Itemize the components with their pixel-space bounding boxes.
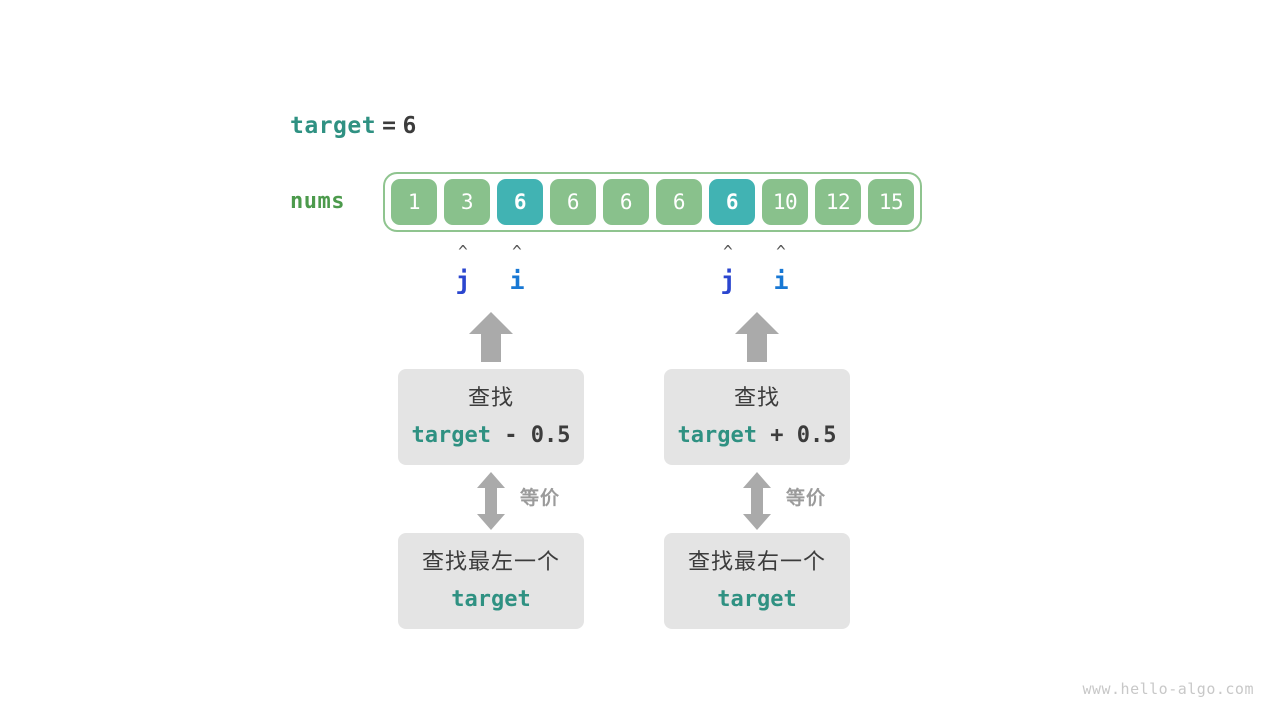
pointer-label: j bbox=[720, 266, 736, 295]
pointer-j-left: ^ j bbox=[443, 244, 483, 296]
target-keyword: target bbox=[290, 113, 377, 139]
operand-value: 0.5 bbox=[796, 423, 837, 448]
array-cell: 10 bbox=[762, 179, 808, 225]
up-arrow-icon-right bbox=[735, 312, 779, 362]
array-cell: 6 bbox=[497, 179, 543, 225]
caret-icon: ^ bbox=[512, 242, 522, 261]
nums-array: 1 3 6 6 6 6 6 10 12 15 bbox=[383, 172, 922, 232]
target-keyword: target bbox=[411, 423, 491, 448]
pointer-i-right: ^ i bbox=[761, 244, 801, 296]
equivalence-label-right: 等价 bbox=[786, 488, 827, 509]
box-line-2: target bbox=[717, 585, 796, 615]
double-arrow-icon-left bbox=[477, 472, 505, 530]
box-line-2: target bbox=[451, 585, 530, 615]
caret-icon: ^ bbox=[776, 242, 786, 261]
operator-sign: + bbox=[756, 423, 797, 448]
array-cell: 1 bbox=[391, 179, 437, 225]
pointer-i-left: ^ i bbox=[497, 244, 537, 296]
upper-box-left: 查找 target - 0.5 bbox=[398, 369, 584, 465]
array-cell: 6 bbox=[603, 179, 649, 225]
lower-box-left: 查找最左一个 target bbox=[398, 533, 584, 629]
operand-value: 0.5 bbox=[530, 423, 571, 448]
array-cell: 6 bbox=[656, 179, 702, 225]
target-keyword: target bbox=[717, 587, 797, 612]
target-declaration: target=6 bbox=[290, 110, 417, 142]
target-value: 6 bbox=[402, 113, 417, 139]
watermark: www.hello-algo.com bbox=[1082, 680, 1254, 698]
lower-box-right: 查找最右一个 target bbox=[664, 533, 850, 629]
equivalence-label-left: 等价 bbox=[520, 488, 561, 509]
array-cell: 6 bbox=[550, 179, 596, 225]
box-line-1: 查找 bbox=[733, 385, 780, 410]
operator-sign: - bbox=[490, 423, 531, 448]
box-line-1: 查找 bbox=[467, 385, 514, 410]
box-line-1: 查找最右一个 bbox=[687, 549, 826, 574]
pointer-j-right: ^ j bbox=[708, 244, 748, 296]
upper-box-right: 查找 target + 0.5 bbox=[664, 369, 850, 465]
pointer-label: j bbox=[455, 266, 471, 295]
caret-icon: ^ bbox=[723, 242, 733, 261]
target-keyword: target bbox=[451, 587, 531, 612]
box-line-1: 查找最左一个 bbox=[421, 549, 560, 574]
array-cell: 12 bbox=[815, 179, 861, 225]
box-line-2: target + 0.5 bbox=[678, 421, 837, 451]
caret-icon: ^ bbox=[458, 242, 468, 261]
equals-sign: = bbox=[382, 113, 397, 139]
up-arrow-icon-left bbox=[469, 312, 513, 362]
array-cell: 15 bbox=[868, 179, 914, 225]
nums-label: nums bbox=[290, 189, 345, 214]
target-keyword: target bbox=[677, 423, 757, 448]
array-cell: 3 bbox=[444, 179, 490, 225]
box-line-2: target - 0.5 bbox=[412, 421, 571, 451]
double-arrow-icon-right bbox=[743, 472, 771, 530]
pointer-label: i bbox=[773, 266, 789, 295]
array-cell: 6 bbox=[709, 179, 755, 225]
pointer-label: i bbox=[509, 266, 525, 295]
